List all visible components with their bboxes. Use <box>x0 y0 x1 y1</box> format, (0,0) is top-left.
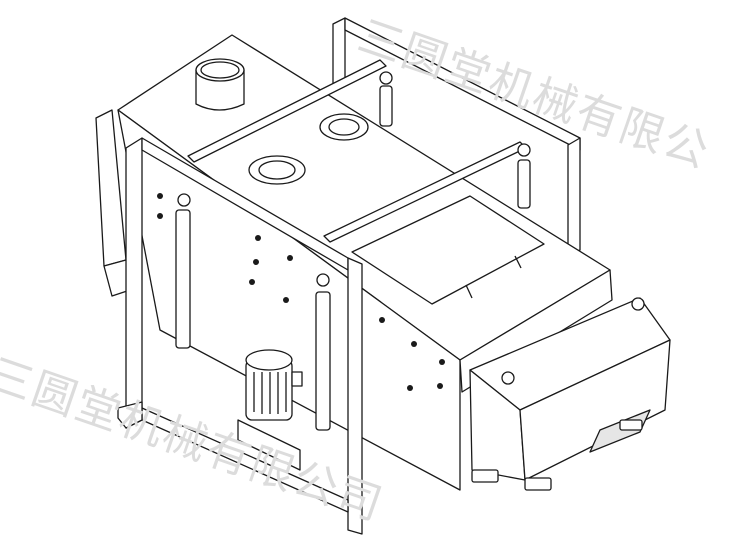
rear-right-frame <box>332 17 581 257</box>
discharge-chute <box>469 297 671 481</box>
top-ports <box>248 113 369 185</box>
left-housing-wall <box>95 109 131 297</box>
suspension-rods <box>175 71 531 431</box>
bolts <box>157 193 445 391</box>
support-feet <box>471 419 643 491</box>
vibrator-motor <box>237 349 303 471</box>
inspection-hatch <box>351 195 545 305</box>
lifting-lugs <box>501 297 645 385</box>
feed-inlet <box>195 58 245 111</box>
front-left-frame <box>117 137 363 535</box>
